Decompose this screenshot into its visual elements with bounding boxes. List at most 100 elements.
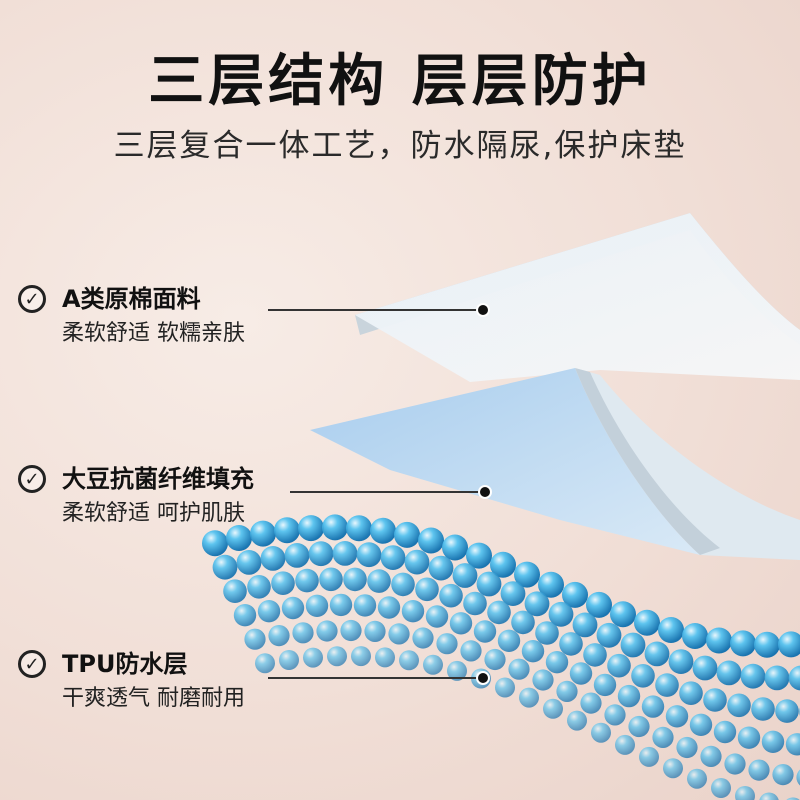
- tpu-bead: [535, 621, 559, 645]
- tpu-bead: [295, 568, 319, 593]
- tpu-bead: [418, 527, 444, 554]
- tpu-bead: [682, 623, 708, 649]
- tpu-bead: [521, 640, 545, 663]
- tpu-bead: [250, 520, 276, 547]
- tpu-bead: [404, 549, 430, 575]
- tpu-bead: [644, 641, 670, 667]
- tpu-bead: [556, 680, 578, 703]
- feature-desc: 柔软舒适 软糯亲肤: [62, 321, 245, 346]
- feature-desc: 干爽透气 耐磨耐用: [62, 686, 245, 711]
- tpu-bead: [255, 653, 275, 674]
- tpu-bead: [580, 692, 602, 714]
- tpu-bead: [279, 650, 299, 670]
- tpu-bead: [476, 571, 502, 597]
- tpu-bead: [351, 646, 371, 667]
- tpu-bead: [524, 591, 550, 617]
- tpu-bead: [428, 555, 454, 581]
- tpu-bead: [394, 521, 420, 548]
- tpu-bead: [466, 542, 492, 569]
- tpu-bead: [423, 654, 443, 675]
- tpu-bead: [346, 515, 372, 542]
- tpu-bead: [545, 651, 569, 674]
- tpu-bead: [223, 579, 247, 603]
- top-fabric-layer: [355, 213, 800, 382]
- tpu-bead: [202, 530, 228, 557]
- tpu-bead: [628, 715, 650, 738]
- tpu-bead: [447, 660, 467, 681]
- tpu-bead: [620, 632, 646, 658]
- tpu-bead: [473, 620, 497, 643]
- tpu-bead: [724, 753, 746, 775]
- leader-line-3: [268, 677, 483, 679]
- tpu-bead: [687, 768, 707, 789]
- leader-dot-3: [476, 671, 490, 685]
- tpu-bead: [658, 617, 684, 643]
- leader-dot-2: [478, 485, 492, 499]
- tpu-bead: [308, 541, 334, 567]
- tpu-bead: [759, 792, 779, 800]
- tpu-bead: [655, 673, 679, 697]
- tpu-bead: [281, 596, 305, 620]
- tpu-bead: [233, 604, 257, 627]
- tpu-bead: [665, 705, 689, 728]
- tpu-bead: [737, 726, 761, 749]
- tpu-bead: [711, 778, 731, 798]
- tpu-bead: [511, 610, 535, 635]
- tpu-bead: [703, 688, 727, 712]
- tpu-bead: [617, 684, 641, 708]
- tpu-bead: [543, 698, 563, 719]
- tpu-bead: [663, 758, 683, 779]
- tpu-bead: [692, 655, 718, 681]
- tpu-bead: [610, 601, 636, 628]
- tpu-bead: [439, 583, 463, 608]
- tpu-bead: [559, 632, 583, 656]
- check-circle-icon: ✓: [18, 650, 46, 678]
- tpu-bead: [401, 600, 425, 623]
- tpu-bead: [761, 730, 785, 753]
- tpu-bead: [460, 640, 482, 662]
- tpu-bead: [764, 665, 790, 691]
- tpu-bead: [778, 631, 800, 658]
- tpu-bead: [319, 567, 343, 592]
- page-title: 三层结构 层层防护: [148, 49, 652, 114]
- tpu-bead: [751, 697, 775, 721]
- tpu-bead: [716, 660, 742, 686]
- tpu-bead: [274, 517, 300, 544]
- tpu-bead: [332, 541, 358, 566]
- tpu-bead: [370, 517, 396, 544]
- tpu-bead: [748, 759, 770, 781]
- tpu-bead: [607, 653, 631, 678]
- tpu-bead: [700, 745, 722, 768]
- tpu-bead: [548, 601, 574, 627]
- tpu-bead: [596, 622, 622, 648]
- tpu-bead: [785, 733, 800, 756]
- tpu-bead: [292, 622, 314, 644]
- tpu-bead: [641, 695, 665, 718]
- tpu-bead-layer: [202, 514, 800, 800]
- tpu-bead: [514, 561, 540, 588]
- tpu-bead: [356, 542, 382, 568]
- tpu-bead: [676, 736, 698, 759]
- tpu-bead: [305, 594, 329, 617]
- tpu-bead: [329, 593, 353, 617]
- tpu-bead: [689, 713, 713, 736]
- tpu-bead: [538, 571, 564, 598]
- tpu-bead: [727, 693, 751, 718]
- tpu-bead: [412, 627, 434, 649]
- tpu-bead: [436, 633, 458, 655]
- tpu-bead: [500, 581, 526, 606]
- tpu-bead: [591, 722, 611, 743]
- tpu-bead: [399, 650, 419, 671]
- leader-line-2: [290, 491, 485, 493]
- tpu-bead: [303, 647, 323, 668]
- tpu-bead: [631, 664, 655, 688]
- tpu-bead: [377, 596, 401, 619]
- tpu-bead: [495, 677, 515, 698]
- tpu-bead: [730, 630, 756, 657]
- tpu-bead: [713, 720, 737, 744]
- tpu-bead: [740, 663, 766, 689]
- tpu-bead: [367, 569, 391, 593]
- tpu-bead: [639, 746, 659, 767]
- tpu-bead: [268, 625, 290, 647]
